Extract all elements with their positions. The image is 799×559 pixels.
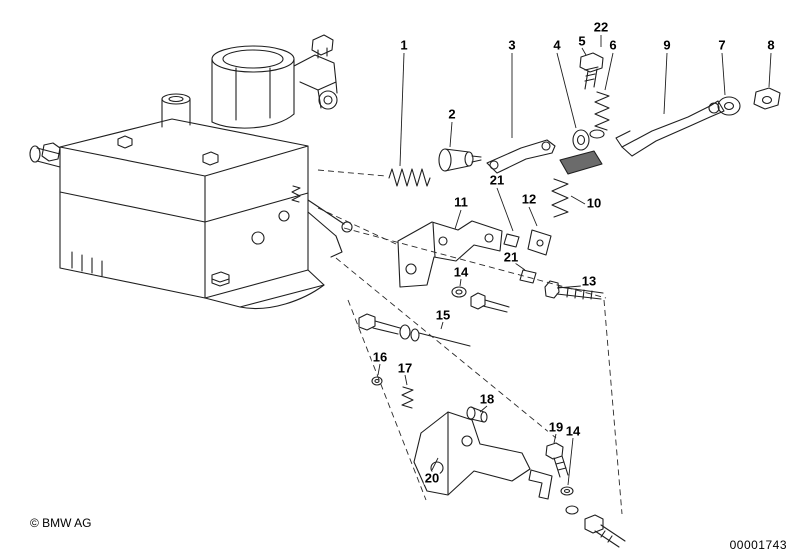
part-callout-19: 19 [547, 419, 565, 435]
part-callout-10: 10 [585, 195, 603, 211]
leader-lines [377, 35, 772, 486]
part-callout-17: 17 [396, 360, 414, 376]
copyright-notice: © BMW AG [30, 516, 92, 530]
part-callout-15: 15 [434, 307, 452, 323]
part-callout-21: 21 [502, 249, 520, 265]
part-callout-14: 14 [564, 423, 582, 439]
carburetor-drawing [29, 34, 353, 310]
part-callout-4: 4 [552, 37, 562, 53]
diagram-number: 00001743 [729, 538, 787, 552]
part-callout-5: 5 [577, 33, 587, 49]
part-callout-22: 22 [592, 19, 610, 35]
exploded-parts [358, 52, 781, 548]
part-callout-13: 13 [580, 273, 598, 289]
projection-lines [317, 169, 623, 515]
part-callout-7: 7 [717, 37, 727, 53]
part-callout-21: 21 [488, 172, 506, 188]
part-callout-8: 8 [766, 37, 776, 53]
part-callout-16: 16 [371, 349, 389, 365]
part-callout-6: 6 [608, 37, 618, 53]
part-callout-11: 11 [453, 194, 469, 210]
part-callout-3: 3 [507, 37, 517, 53]
part-callout-18: 18 [478, 391, 496, 407]
part-callout-12: 12 [520, 191, 538, 207]
part-callout-9: 9 [662, 37, 672, 53]
part-callout-1: 1 [399, 37, 409, 53]
part-callout-20: 20 [423, 470, 441, 486]
part-callout-2: 2 [447, 106, 457, 122]
part-callout-14: 14 [452, 264, 470, 280]
